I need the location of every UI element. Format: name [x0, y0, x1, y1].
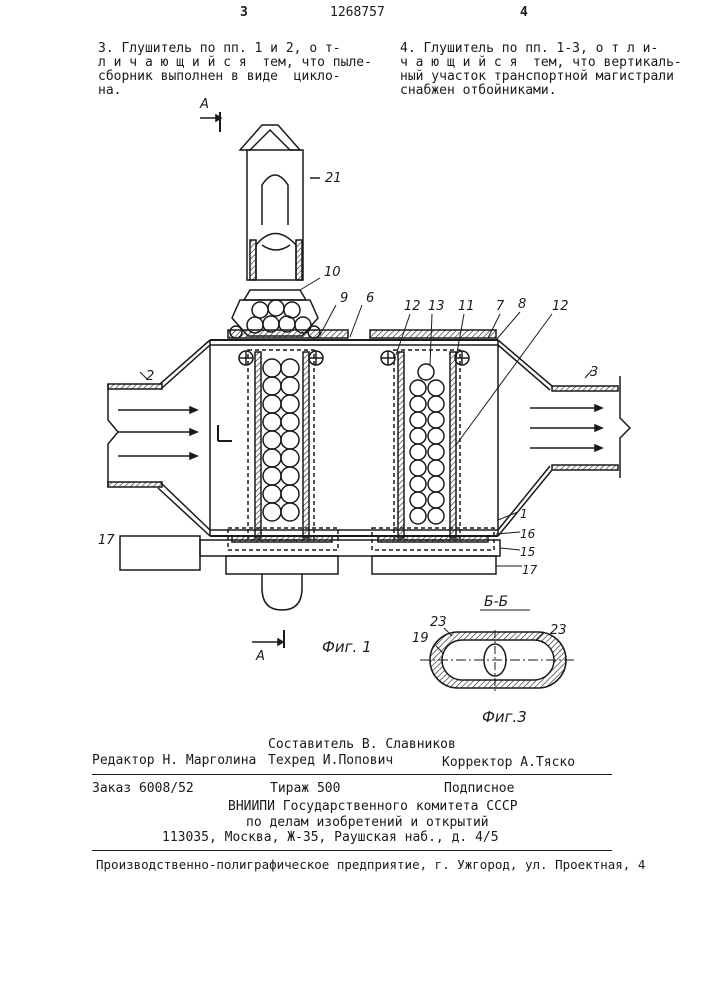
figure-3-section-title: Б-Б	[484, 594, 508, 610]
label-11: 11	[458, 299, 475, 314]
figure-1	[108, 112, 630, 648]
section-mark-bottom: А	[255, 649, 265, 664]
label-21: 21	[325, 171, 342, 186]
label-6: 6	[366, 291, 374, 306]
figure-1-labels: А 21 10 9 6 12 13 11 7 8 12 2 3 1 16 15 …	[98, 97, 598, 664]
label-12a: 12	[404, 299, 421, 314]
label-10: 10	[324, 265, 341, 280]
label-23b: 23	[550, 623, 567, 638]
label-17a: 17	[98, 533, 115, 548]
label-2: 2	[146, 369, 154, 384]
figure-1-caption: Фиг. 1	[322, 638, 372, 656]
technical-drawing: А 21 10 9 6 12 13 11 7 8 12 2 3 1 16 15 …	[0, 0, 707, 740]
org-line-1: ВНИИПИ Государственного комитета СССР	[228, 800, 518, 814]
order-number: Заказ 6008/52	[92, 782, 194, 796]
footer-rule-1	[92, 774, 612, 775]
label-9: 9	[340, 291, 348, 306]
org-line-2: по делам изобретений и открытий	[246, 816, 489, 830]
label-17b: 17	[522, 563, 538, 577]
footer-rule-2	[92, 850, 612, 851]
subscription: Подписное	[444, 782, 514, 796]
label-15: 15	[520, 545, 535, 559]
top-rollers	[239, 351, 469, 365]
label-23a: 23	[430, 615, 447, 630]
figure-3-caption: Фиг.3	[482, 708, 527, 726]
label-16: 16	[520, 527, 536, 541]
label-8: 8	[518, 297, 526, 312]
label-3: 3	[590, 365, 598, 380]
label-19: 19	[412, 631, 429, 646]
techred: Техред И.Попович	[268, 754, 393, 768]
compiler-line: Составитель В. Славников	[268, 738, 456, 752]
label-1: 1	[520, 507, 528, 521]
editor: Редактор Н. Марголина	[92, 754, 256, 768]
label-13: 13	[428, 299, 445, 314]
left-ball-column	[263, 359, 299, 521]
section-mark-top: А	[199, 97, 209, 112]
org-line-3: 113035, Москва, Ж-35, Раушская наб., д. …	[162, 831, 499, 845]
corrector: Корректор А.Тяско	[442, 756, 575, 770]
circulation: Тираж 500	[270, 782, 340, 796]
label-7: 7	[496, 299, 505, 314]
right-ball-column	[410, 364, 444, 524]
printer: Производственно-полиграфическое предприя…	[96, 858, 645, 872]
compiler: Составитель В. Славников	[268, 738, 456, 752]
label-12b: 12	[552, 299, 569, 314]
